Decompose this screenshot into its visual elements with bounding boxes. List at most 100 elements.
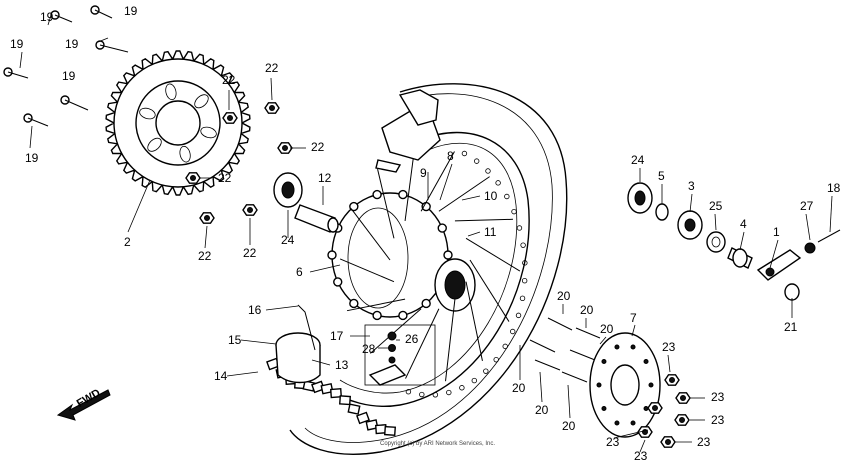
nut-hole bbox=[227, 115, 233, 121]
label-5: 5 bbox=[658, 169, 665, 183]
flange-bump bbox=[349, 201, 359, 212]
label-27: 27 bbox=[800, 199, 814, 213]
rim-nipple bbox=[495, 180, 501, 186]
leader-line bbox=[769, 239, 779, 269]
label-19c: 19 bbox=[65, 37, 79, 51]
leader-line bbox=[309, 264, 341, 273]
spoke bbox=[404, 148, 415, 221]
leader-line bbox=[265, 305, 299, 311]
spoke bbox=[370, 308, 422, 354]
label-13: 13 bbox=[335, 358, 349, 372]
label-9: 9 bbox=[420, 166, 427, 180]
rear-sprocket[interactable] bbox=[105, 50, 251, 196]
label-24b: 24 bbox=[281, 233, 295, 247]
label-28: 28 bbox=[362, 342, 376, 356]
label-19e: 19 bbox=[62, 69, 76, 83]
right-side-hardware[interactable] bbox=[627, 182, 841, 301]
label-14: 14 bbox=[214, 369, 228, 383]
brake-disc[interactable] bbox=[589, 332, 661, 438]
rim-nipple bbox=[419, 391, 425, 398]
disc-hole bbox=[630, 344, 636, 350]
bolt-shank bbox=[64, 99, 89, 111]
left-bearing[interactable] bbox=[273, 172, 303, 208]
flange-bump bbox=[327, 250, 337, 260]
label-20f: 20 bbox=[562, 419, 576, 433]
leader-lines bbox=[19, 11, 833, 453]
label-16: 16 bbox=[248, 303, 262, 317]
nut-hole bbox=[665, 439, 671, 445]
label-17: 17 bbox=[330, 329, 344, 343]
label-20d: 20 bbox=[512, 381, 526, 395]
brake-disc-studs[interactable] bbox=[529, 317, 601, 383]
disc-hole bbox=[614, 420, 620, 426]
spoke bbox=[465, 237, 521, 272]
rim-nipple bbox=[471, 377, 477, 384]
sprocket-cutout bbox=[147, 137, 162, 152]
label-23b: 23 bbox=[711, 390, 725, 404]
sprocket-cutout bbox=[194, 94, 209, 109]
label-10: 10 bbox=[484, 189, 498, 203]
spoke bbox=[339, 258, 395, 283]
flange-bump bbox=[333, 277, 343, 287]
spoke bbox=[469, 259, 510, 322]
stud bbox=[561, 371, 588, 383]
rim-nipple bbox=[519, 295, 526, 302]
label-19a: 19 bbox=[40, 10, 54, 24]
label-1: 1 bbox=[773, 225, 780, 239]
leader-line bbox=[240, 339, 277, 345]
leader-line bbox=[599, 336, 607, 345]
leader-line bbox=[204, 225, 208, 249]
label-7: 7 bbox=[630, 311, 637, 325]
stud bbox=[534, 359, 561, 371]
leader-line bbox=[127, 179, 151, 233]
flange-bump bbox=[437, 223, 447, 233]
rim-nipple bbox=[493, 356, 499, 363]
label-23d: 23 bbox=[606, 435, 620, 449]
rim-nipple bbox=[521, 278, 528, 284]
nut-hole bbox=[679, 417, 685, 423]
rim-nipple bbox=[473, 158, 480, 164]
label-25: 25 bbox=[709, 199, 723, 213]
label-18: 18 bbox=[827, 181, 841, 195]
label-20b: 20 bbox=[580, 303, 594, 317]
disc-hole bbox=[630, 420, 636, 426]
nut-hole bbox=[669, 377, 675, 383]
spoke bbox=[438, 176, 490, 212]
leader-line bbox=[739, 231, 745, 251]
disc-hole bbox=[614, 344, 620, 350]
label-3: 3 bbox=[688, 179, 695, 193]
disc-hole bbox=[643, 358, 649, 364]
flange-bump bbox=[349, 298, 359, 309]
flange-bump bbox=[398, 189, 408, 200]
rim-nipple bbox=[405, 389, 412, 395]
label-22b: 22 bbox=[222, 73, 236, 87]
leader-line bbox=[639, 439, 646, 453]
leader-line bbox=[461, 195, 481, 201]
callout-labels: 1 2 3 4 5 6 7 8 9 10 11 12 13 14 15 16 1… bbox=[10, 4, 841, 463]
tire-knob bbox=[329, 388, 343, 399]
bolt-shank bbox=[94, 9, 113, 19]
bolt-shank bbox=[54, 14, 73, 23]
leader-line bbox=[689, 193, 693, 213]
nut-hole bbox=[269, 105, 275, 111]
copyright-text: Copyright (c) by ARI Network Services, I… bbox=[380, 441, 495, 447]
left-spacer[interactable] bbox=[294, 204, 339, 233]
sprocket-nuts[interactable] bbox=[185, 102, 293, 224]
leader-line bbox=[439, 163, 453, 201]
leader-line bbox=[714, 213, 717, 231]
brake-disc-nuts[interactable] bbox=[637, 374, 691, 448]
tire-knob bbox=[347, 403, 361, 415]
label-19b: 19 bbox=[124, 4, 138, 18]
rim-nipple bbox=[511, 208, 517, 215]
rear-wheel[interactable] bbox=[266, 83, 568, 455]
label-20c: 20 bbox=[600, 322, 614, 336]
rim-nipple bbox=[485, 168, 491, 174]
label-15: 15 bbox=[228, 333, 242, 347]
tire-knob bbox=[383, 425, 397, 437]
flange-bump bbox=[398, 310, 408, 321]
flange-bump bbox=[372, 310, 382, 321]
tire-valve-parts[interactable] bbox=[275, 304, 436, 386]
nut-hole bbox=[282, 145, 288, 151]
label-20e: 20 bbox=[535, 403, 549, 417]
